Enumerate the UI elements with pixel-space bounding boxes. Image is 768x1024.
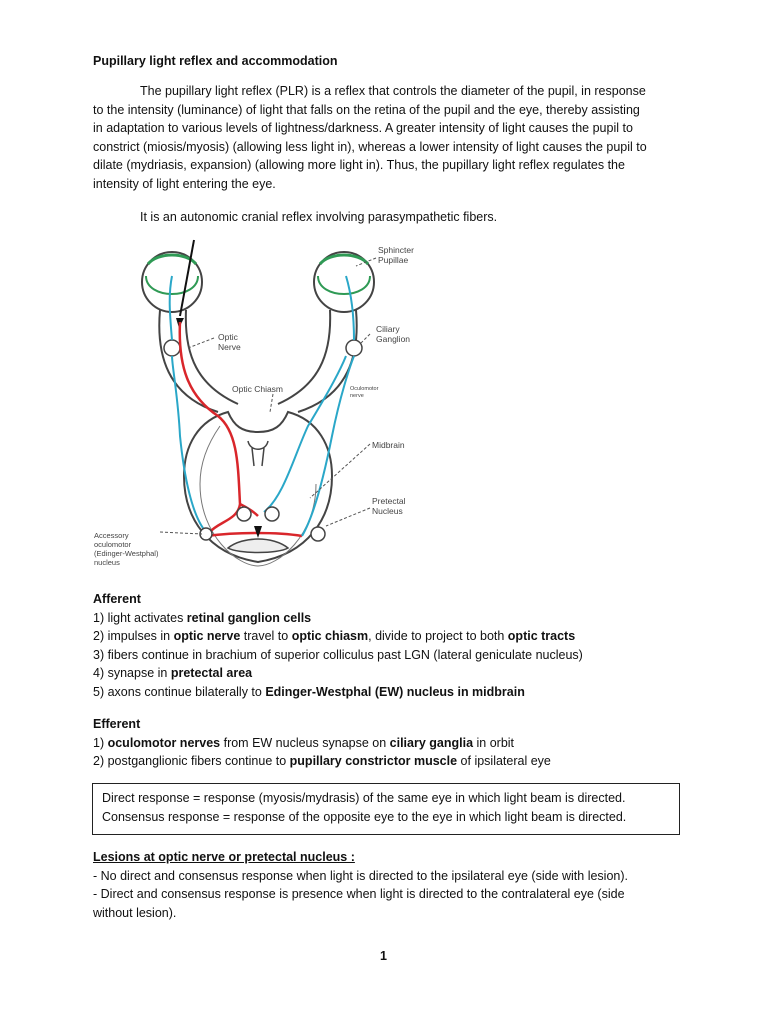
afferent-item: 3) fibers continue in brachium of superi… xyxy=(93,646,583,665)
page-title: Pupillary light reflex and accommodation xyxy=(93,52,338,71)
afferent-item-text: Edinger-Westphal (EW) nucleus in midbrai… xyxy=(265,685,525,699)
efferent-item-text: 2) postganglionic fibers continue to xyxy=(93,754,290,768)
afferent-item: 1) light activates retinal ganglion cell… xyxy=(93,609,583,628)
intro-line: The pupillary light reflex (PLR) is a re… xyxy=(93,82,678,101)
label-nerve: Nerve xyxy=(218,342,241,352)
efferent-section: Efferent 1) oculomotor nerves from EW nu… xyxy=(93,715,551,771)
label-oculomotor-nerve: nerve xyxy=(350,393,364,399)
afferent-item-text: optic chiasm xyxy=(292,629,368,643)
plr-pathway-diagram: Sphincter Pupillae Optic Nerve Ciliary G… xyxy=(88,236,428,582)
lesions-line: - Direct and consensus response is prese… xyxy=(93,885,683,904)
efferent-item-text: ciliary ganglia xyxy=(390,736,473,750)
efferent-list: 1) oculomotor nerves from EW nucleus syn… xyxy=(93,734,551,771)
efferent-item: 1) oculomotor nerves from EW nucleus syn… xyxy=(93,734,551,753)
intro-line: constrict (miosis/myosis) (allowing less… xyxy=(93,138,678,157)
afferent-item-text: optic tracts xyxy=(508,629,575,643)
label-pupillae: Pupillae xyxy=(378,255,409,265)
consensus-response-definition: Consensus response = response of the opp… xyxy=(102,808,670,827)
afferent-ew-connection xyxy=(206,533,302,536)
label-pretectal: Pretectal xyxy=(372,496,406,506)
afferent-item: 4) synapse in pretectal area xyxy=(93,664,583,683)
afferent-item-text: optic nerve xyxy=(174,629,241,643)
label-sphincter: Sphincter xyxy=(378,245,414,255)
intro-line: dilate (mydriasis, expansion) (allowing … xyxy=(93,156,678,175)
efferent-heading: Efferent xyxy=(93,715,551,734)
afferent-item-text: retinal ganglion cells xyxy=(187,611,311,625)
right-efferent-pathway xyxy=(302,276,354,536)
right-ciliary-ganglion xyxy=(346,340,362,356)
intro-line: intensity of light entering the eye. xyxy=(93,175,678,194)
cerebral-aqueduct xyxy=(248,441,268,466)
left-eye xyxy=(142,252,202,312)
label-optic-chiasm: Optic Chiasm xyxy=(232,384,283,394)
afferent-item-text: 1) light activates xyxy=(93,611,187,625)
autonomic-paragraph: It is an autonomic cranial reflex involv… xyxy=(93,208,678,227)
efferent-item-text: from EW nucleus synapse on xyxy=(220,736,390,750)
midbrain-floor xyxy=(228,539,288,553)
afferent-item-text: 4) synapse in xyxy=(93,666,171,680)
afferent-item-text: pretectal area xyxy=(171,666,252,680)
efferent-item-text: of ipsilateral eye xyxy=(457,754,551,768)
afferent-item-text: 3) fibers continue in brachium of superi… xyxy=(93,648,583,662)
efferent-item: 2) postganglionic fibers continue to pup… xyxy=(93,752,551,771)
label-optic: Optic xyxy=(218,332,239,342)
lesions-heading: Lesions at optic nerve or pretectal nucl… xyxy=(93,848,683,867)
left-pretectal-nucleus xyxy=(237,507,251,521)
label-edinger-westphal: (Edinger-Westphal) xyxy=(94,549,159,558)
left-ciliary-ganglion xyxy=(164,340,180,356)
afferent-list: 1) light activates retinal ganglion cell… xyxy=(93,609,583,702)
efferent-item-text: in orbit xyxy=(473,736,514,750)
intro-line: to the intensity (luminance) of light th… xyxy=(93,101,678,120)
label-ciliary: Ciliary xyxy=(376,324,400,334)
afferent-item-text: , divide to project to both xyxy=(368,629,508,643)
label-accessory: Accessory xyxy=(94,531,129,540)
afferent-item-text: 5) axons continue bilaterally to xyxy=(93,685,265,699)
right-eye xyxy=(314,252,374,312)
afferent-item-text: 2) impulses in xyxy=(93,629,174,643)
afferent-item: 2) impulses in optic nerve travel to opt… xyxy=(93,627,583,646)
efferent-item-text: pupillary constrictor muscle xyxy=(290,754,457,768)
intro-paragraph: The pupillary light reflex (PLR) is a re… xyxy=(93,82,678,193)
efferent-item-text: oculomotor nerves xyxy=(108,736,221,750)
lesions-line: without lesion). xyxy=(93,904,683,923)
autonomic-line: It is an autonomic cranial reflex involv… xyxy=(93,208,678,227)
afferent-item-text: travel to xyxy=(240,629,291,643)
label-ganglion: Ganglion xyxy=(376,334,410,344)
leader-lines xyxy=(160,258,376,534)
label-accessory-oculomotor: oculomotor xyxy=(94,540,132,549)
optic-tract-blue xyxy=(264,356,346,512)
label-accessory-nucleus: nucleus xyxy=(94,558,120,567)
afferent-item: 5) axons continue bilaterally to Edinger… xyxy=(93,683,583,702)
intro-line: in adaptation to various levels of light… xyxy=(93,119,678,138)
label-oculomotor: Oculomotor xyxy=(350,386,379,392)
direct-response-definition: Direct response = response (myosis/mydra… xyxy=(102,789,670,808)
lesions-line: - No direct and consensus response when … xyxy=(93,867,683,886)
definitions-box: Direct response = response (myosis/mydra… xyxy=(92,783,680,835)
label-midbrain: Midbrain xyxy=(372,440,405,450)
right-pretectal-nucleus xyxy=(265,507,279,521)
lesions-section: Lesions at optic nerve or pretectal nucl… xyxy=(93,848,683,922)
afferent-heading: Afferent xyxy=(93,590,583,609)
page-number: 1 xyxy=(380,947,387,966)
afferent-section: Afferent 1) light activates retinal gang… xyxy=(93,590,583,701)
label-nucleus: Nucleus xyxy=(372,506,403,516)
efferent-item-text: 1) xyxy=(93,736,108,750)
right-ew-nucleus xyxy=(311,527,325,541)
